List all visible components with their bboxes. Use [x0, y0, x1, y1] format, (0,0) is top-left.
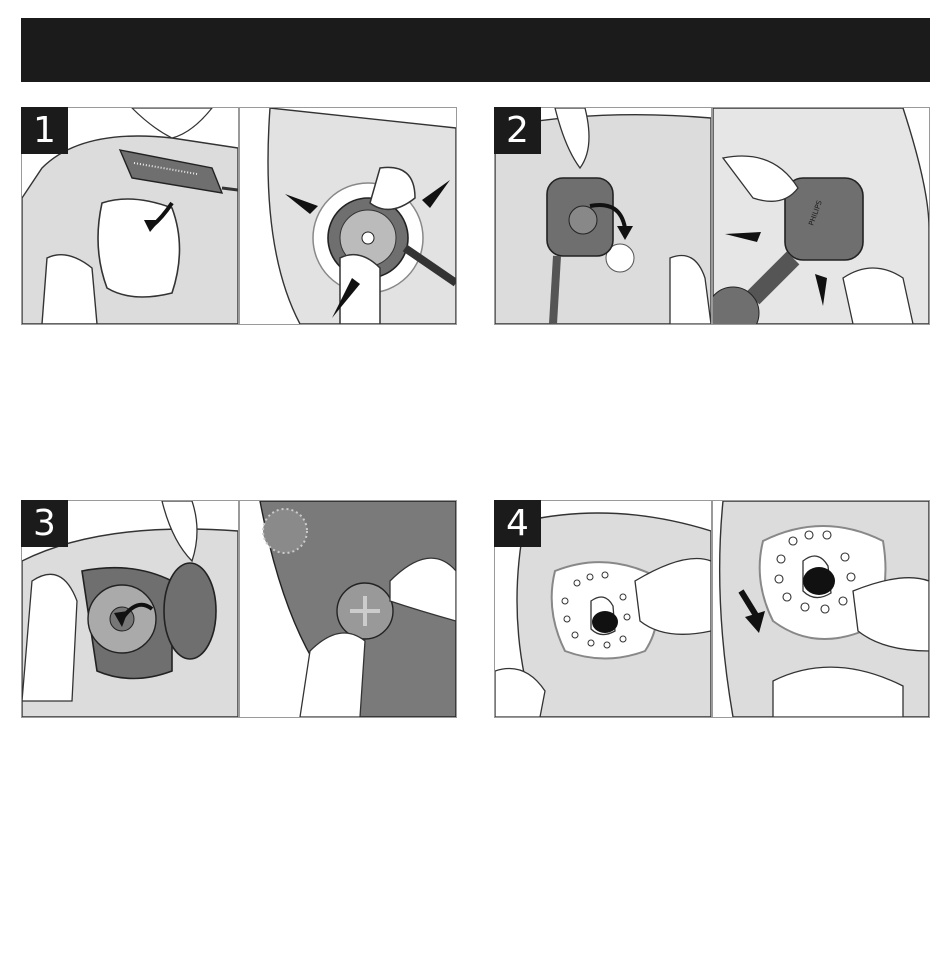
step-4-illustration-b	[712, 500, 930, 718]
step-2-illustration-b: PHILIPS	[712, 107, 930, 325]
step-number-badge: 3	[21, 500, 68, 547]
step-1: 1	[21, 107, 457, 325]
header-banner	[21, 18, 930, 82]
step-number-badge: 1	[21, 107, 68, 154]
step-number-badge: 2	[494, 107, 541, 154]
hand-icon	[42, 255, 97, 324]
step-3: 3	[21, 500, 457, 718]
step-2: 2 PHILIPS	[494, 107, 930, 325]
step-3-illustration-b	[239, 500, 457, 718]
step-4: 4	[494, 500, 930, 718]
step-1-illustration-b	[239, 107, 457, 325]
step-number-badge: 4	[494, 500, 541, 547]
